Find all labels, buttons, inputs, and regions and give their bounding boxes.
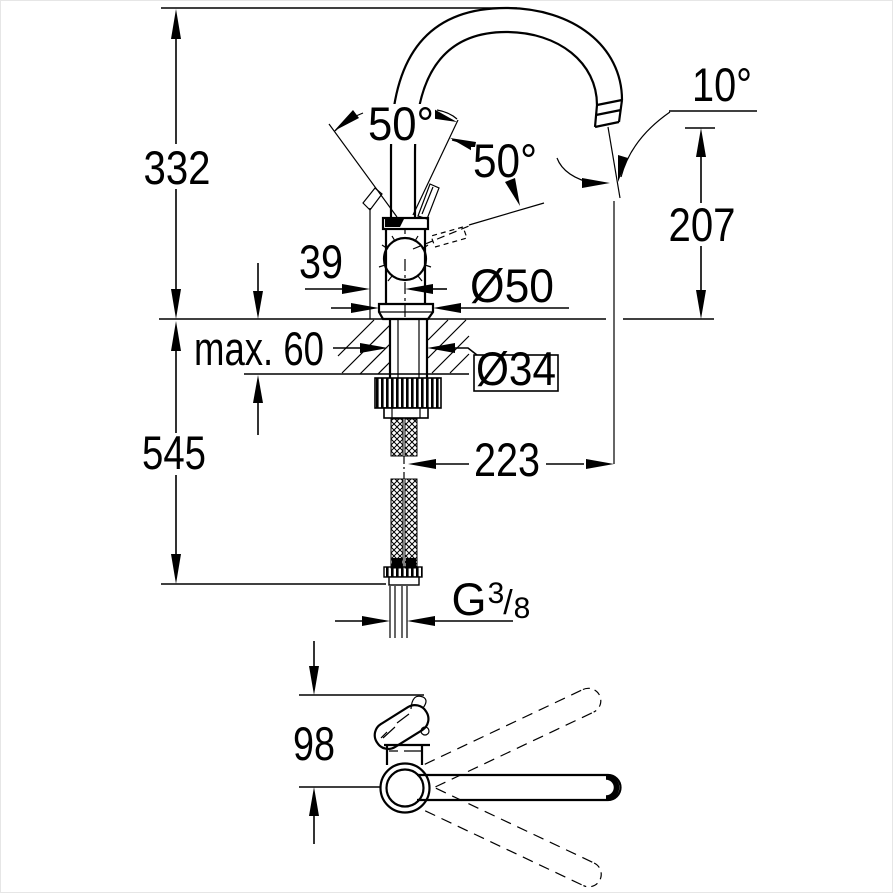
dimension-98 xyxy=(299,641,380,844)
angle-annotations xyxy=(334,108,757,464)
lever-top-view xyxy=(373,704,430,751)
thread-slash: / xyxy=(503,584,513,622)
thread-denominator: 8 xyxy=(514,592,531,625)
side-view xyxy=(159,6,757,638)
dim-outlet-height-label: 207 xyxy=(669,198,736,251)
dia34-frame xyxy=(473,354,559,392)
label-masks xyxy=(142,104,737,765)
ball-joint xyxy=(382,236,428,282)
faucet-body xyxy=(377,216,435,321)
spout-outline xyxy=(389,6,624,218)
thread-prefix: G xyxy=(451,574,486,625)
spout-plan-dashed-up xyxy=(424,687,602,788)
dim-counter-thickness-label: max. 60 xyxy=(194,322,324,375)
top-view xyxy=(299,641,622,888)
dim-under-counter-label: 545 xyxy=(142,426,206,479)
lever-knob-outline xyxy=(410,695,427,710)
dim-plan-depth-label: 98 xyxy=(293,717,335,770)
handle-positions xyxy=(328,119,545,319)
dim-handle-open-angle-label: 50° xyxy=(473,134,537,187)
dim-base-diameter-label: Ø50 xyxy=(470,259,554,312)
dim-outlet-angle-label: 10° xyxy=(692,58,752,111)
labels: 332 545 max. 60 39 Ø50 Ø34 207 10° 50° 5… xyxy=(142,58,752,770)
dimension-lines xyxy=(161,9,706,626)
counter-section xyxy=(159,318,714,375)
dim-spout-reach-label: 223 xyxy=(474,433,540,486)
dim-thread-label: G 3 / 8 xyxy=(451,574,530,625)
spout-plan-dashed-down xyxy=(424,787,602,888)
spout-plan-solid xyxy=(417,773,622,802)
dim-handle-lift-angle-label: 50° xyxy=(368,97,434,150)
supply-hose xyxy=(404,418,418,457)
dim-hole-diameter-label: Ø34 xyxy=(476,342,556,395)
hose-fitting xyxy=(383,566,423,578)
dim-overall-height-label: 332 xyxy=(144,141,211,194)
dim-handle-projection-label: 39 xyxy=(299,235,343,288)
mounting-and-hoses xyxy=(374,319,442,638)
mounting-nut xyxy=(374,377,442,409)
swivel-base xyxy=(379,762,431,814)
thread-numerator: 3 xyxy=(488,577,505,610)
supply-hose xyxy=(390,418,404,457)
